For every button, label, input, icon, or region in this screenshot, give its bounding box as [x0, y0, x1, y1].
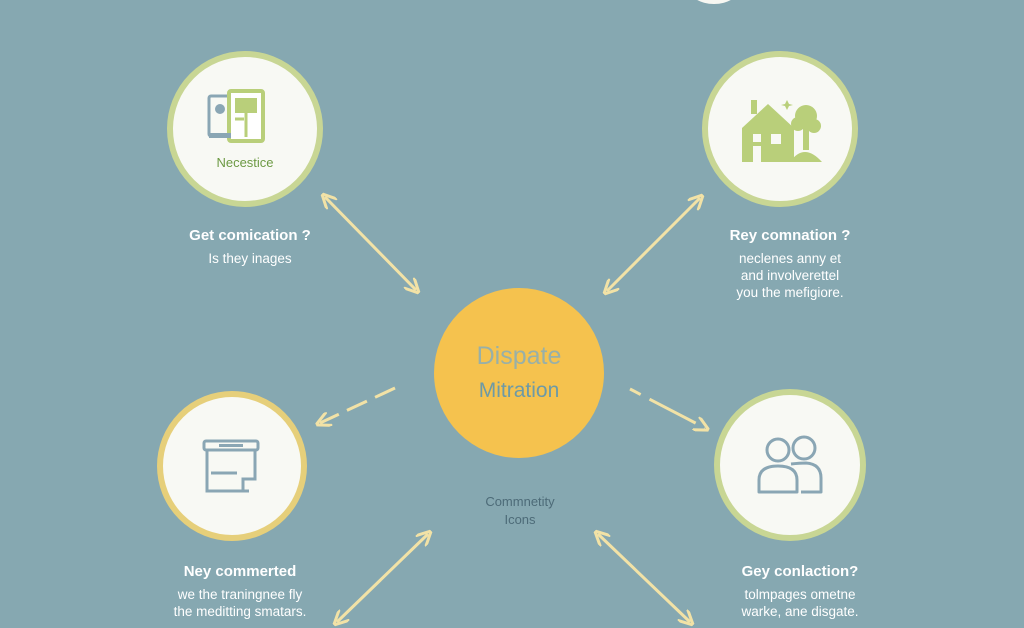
arrow-bottom-right [598, 534, 690, 622]
text-block-bottom-left: Ney commerted we the traningnee fly the … [120, 563, 360, 620]
block-title: Get comication ? [189, 227, 311, 244]
community-line: Icons [504, 512, 536, 527]
block-line: Is they inages [208, 251, 292, 266]
block-title: Rey comnation ? [729, 227, 851, 244]
center-node: Dispate Mitration [434, 288, 604, 458]
node-caption: Necestice [216, 154, 274, 170]
node-bottom-right [714, 389, 866, 541]
top-decoration [688, 0, 740, 4]
block-title: Gey conlaction? [741, 563, 859, 580]
arrow-top-left [325, 197, 416, 290]
text-block-top-right: Rey comnation ? neclenes anny et and inv… [680, 227, 900, 301]
arrow-mid-right [629, 387, 705, 428]
block-line: warke, ane disgate. [741, 604, 859, 619]
document-icon [207, 88, 265, 143]
people-icon [757, 435, 823, 494]
center-subtitle: Mitration [478, 378, 560, 402]
node-top-right [702, 51, 858, 207]
block-line: we the traningnee fly [177, 587, 303, 602]
block-line: tolmpages ometne [744, 587, 856, 602]
block-line: the meditting smatars. [173, 604, 307, 619]
printer-icon [202, 439, 260, 493]
text-block-bottom-right: Gey conlaction? tolmpages ometne warke, … [680, 563, 920, 620]
arrow-mid-left [320, 386, 396, 423]
block-line: neclenes anny et [738, 251, 842, 266]
community-line: Commnetity [485, 494, 555, 509]
block-line: you the mefigiore. [736, 285, 844, 300]
node-top-left: Necestice [167, 51, 323, 207]
text-block-top-left: Get comication ? Is they inages [140, 227, 360, 267]
center-title: Dispate [476, 342, 562, 371]
block-line: and involverettel [740, 268, 840, 283]
block-title: Ney commerted [183, 563, 297, 580]
house-tree-icon [742, 100, 822, 162]
arrow-bottom-left [337, 534, 428, 622]
community-label: Commnetity Icons [440, 493, 600, 529]
arrow-top-right [607, 198, 700, 291]
node-bottom-left [157, 391, 307, 541]
